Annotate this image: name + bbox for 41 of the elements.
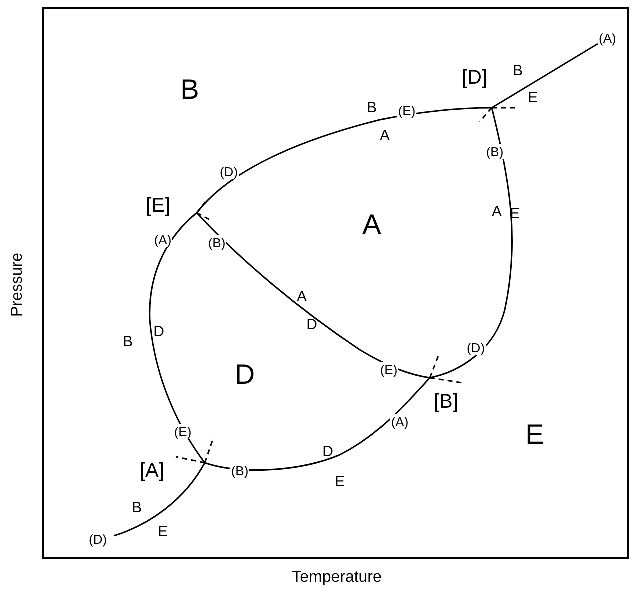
invariant-point-label: [D]	[462, 68, 488, 88]
curve-end-label: (D)	[89, 533, 108, 546]
axis-title: Pressure	[10, 252, 26, 318]
curve-end-label: (A)	[390, 414, 410, 430]
field-label: B	[180, 76, 200, 104]
phase-label: E	[528, 90, 538, 106]
phase-label: D	[306, 318, 318, 332]
curve-end-label: (E)	[397, 104, 417, 118]
invariant-point-label: [B]	[434, 392, 458, 412]
curve-end-label: (E)	[173, 424, 193, 440]
curve-end-label: (B)	[230, 464, 250, 478]
phase-label: B	[123, 334, 133, 350]
phase-label: A	[297, 290, 307, 304]
phase-label: A	[380, 128, 390, 144]
invariant-point-label: [A]	[140, 461, 164, 481]
curve-end-label: (B)	[207, 236, 227, 250]
phase-boundary	[196, 212, 430, 379]
field-label: E	[526, 421, 544, 449]
curve-end-label: (E)	[379, 362, 399, 378]
phase-boundary	[204, 378, 431, 471]
phase-boundary	[149, 212, 206, 464]
curve-end-label: (A)	[153, 232, 173, 248]
phase-label: B	[367, 100, 377, 116]
phase-label: D	[322, 444, 334, 460]
phase-label: E	[335, 474, 345, 490]
curve-end-label: (A)	[599, 32, 616, 45]
phase-label: A	[492, 204, 502, 220]
curve-end-label: (D)	[218, 164, 240, 180]
phase-boundary	[492, 43, 598, 109]
curve-end-label: (B)	[485, 144, 505, 160]
phase-label: B	[513, 64, 523, 78]
phase-label: B	[132, 500, 142, 516]
field-label: A	[362, 211, 382, 239]
phase-label: D	[154, 324, 164, 340]
axis-title: Temperature	[292, 570, 382, 586]
field-label: D	[234, 361, 256, 389]
curve-end-label: (D)	[466, 340, 486, 356]
phase-label: E	[158, 524, 168, 540]
invariant-point-label: [E]	[146, 196, 170, 216]
phase-boundary	[114, 462, 206, 537]
phase-boundary	[430, 108, 514, 379]
